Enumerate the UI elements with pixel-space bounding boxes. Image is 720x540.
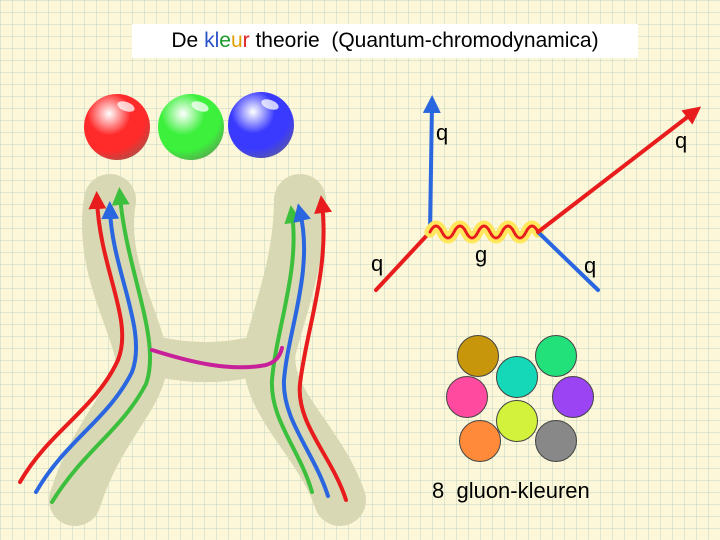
gluon-color-3 (446, 376, 488, 418)
left-color-lines (18, 187, 153, 504)
title-prefix: De (171, 29, 205, 52)
label-left-q: q (371, 251, 384, 276)
gluon-wave (428, 224, 540, 240)
incoming-quark-bottom (536, 230, 600, 292)
label-top-q: q (436, 120, 449, 145)
left-red-line (18, 191, 125, 484)
left-blue-line (34, 201, 138, 494)
title-kleur-e: e (219, 29, 231, 52)
left-green-line (50, 187, 153, 504)
outgoing-quark-right (536, 106, 702, 234)
right-color-lines (269, 195, 348, 502)
red-color-ball (84, 94, 150, 160)
magenta-exchange-line (150, 346, 284, 370)
label-bottom-q: q (584, 253, 597, 278)
gluon-color-1 (457, 335, 499, 377)
title-kleur-l: l (214, 29, 220, 52)
gluon-caption: 8 gluon-kleuren (432, 478, 590, 503)
title-kleur-r: r (242, 29, 250, 52)
gluon-color-2 (535, 335, 577, 377)
title-kleur-k: k (204, 29, 215, 52)
title-suffix: theorie (Quantum-chromodynamica) (249, 29, 599, 52)
outgoing-quark-top (422, 95, 441, 234)
right-red-line (297, 195, 348, 502)
gluon-color-4 (496, 356, 538, 398)
gluon-color-6 (459, 420, 501, 462)
right-blue-line (281, 203, 330, 498)
feynman-diagram (374, 95, 702, 292)
incoming-quark-left (374, 230, 432, 292)
label-right-q: q (675, 128, 688, 153)
blue-color-ball (228, 92, 294, 158)
page-title: De k l e u r theorie (Quantum-chromodyna… (132, 24, 638, 58)
label-gluon-g: g (475, 242, 488, 267)
green-color-ball (158, 94, 224, 160)
gluon-color-5 (552, 376, 594, 418)
right-green-line (269, 205, 314, 494)
gluon-color-7 (496, 400, 538, 442)
gluon-color-8 (535, 420, 577, 462)
title-kleur-u: u (230, 29, 243, 52)
